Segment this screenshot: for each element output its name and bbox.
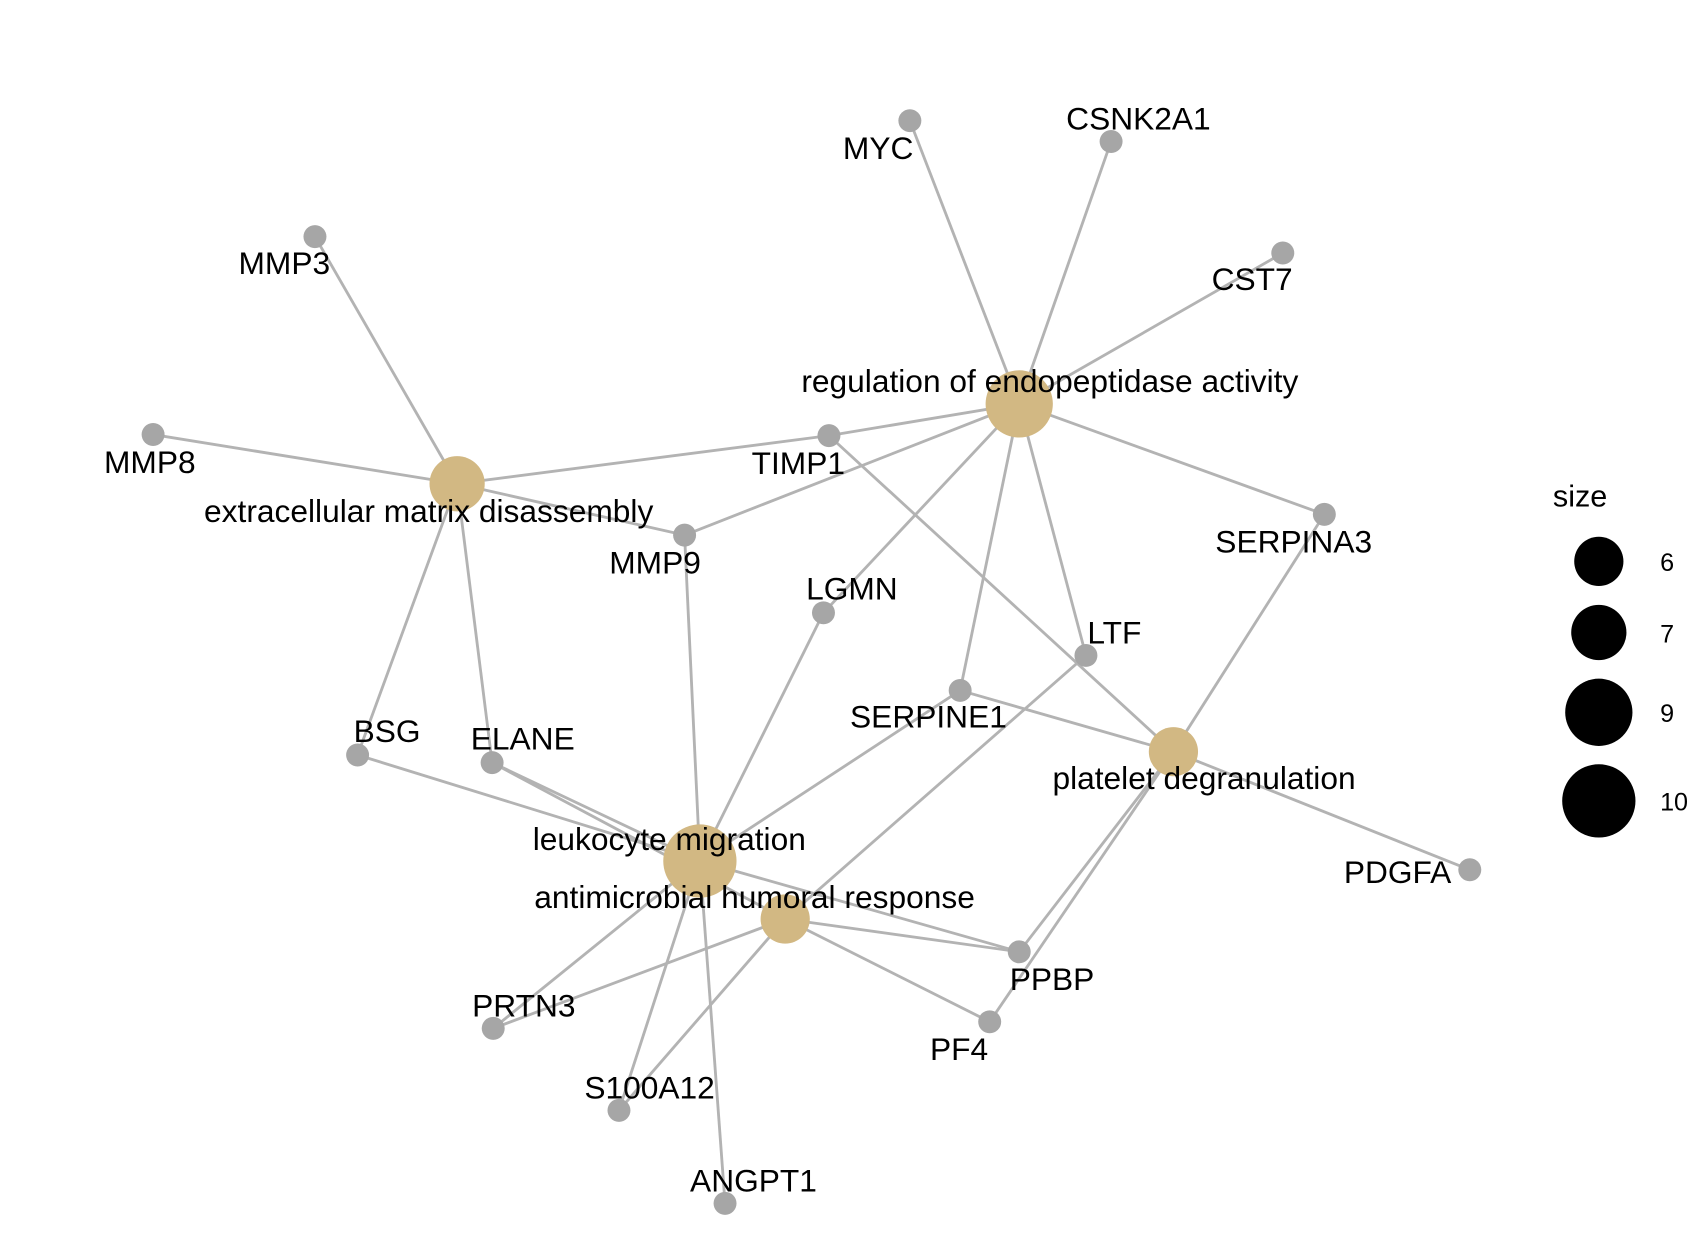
category-label: extracellular matrix disassembly	[204, 493, 653, 529]
gene-node[interactable]	[1074, 643, 1098, 667]
legend-size-circle	[1565, 678, 1633, 746]
gene-node[interactable]	[346, 743, 370, 767]
gene-node[interactable]	[811, 601, 835, 625]
category-node[interactable]	[1148, 727, 1199, 777]
gene-label: MMP8	[104, 444, 196, 480]
gene-node[interactable]	[303, 225, 327, 249]
legend-size-label: 10	[1660, 789, 1688, 817]
edge-pd-serpina3	[1172, 513, 1326, 753]
edge-ahr-elane	[491, 761, 786, 921]
gene-node[interactable]	[673, 523, 697, 547]
gene-node[interactable]	[141, 423, 165, 447]
edge-lm-angpt1	[698, 860, 727, 1204]
gene-label: LGMN	[806, 571, 898, 607]
gene-label: CST7	[1212, 261, 1293, 297]
category-label: regulation of endopeptidase activity	[801, 363, 1298, 399]
gene-label: CSNK2A1	[1066, 100, 1211, 136]
edge-pd-timp1	[827, 434, 1175, 753]
edge-pd-pf4	[988, 750, 1175, 1023]
size-legend: size 6 7 9 10	[1553, 480, 1688, 838]
edge-ecm-mmp9	[456, 482, 685, 537]
gene-label: SERPINE1	[850, 699, 1007, 735]
gene-label: S100A12	[584, 1069, 714, 1105]
labels-layer: regulation of endopeptidase activity extr…	[104, 100, 1452, 1198]
gene-label: MMP3	[239, 245, 331, 281]
edge-rea-mmp9	[684, 402, 1020, 537]
edges-layer	[152, 120, 1471, 1204]
edge-rea-lgmn	[822, 402, 1021, 614]
edge-lm-prtn3	[492, 859, 701, 1030]
edge-ahr-pf4	[784, 917, 991, 1024]
gene-node[interactable]	[1312, 502, 1336, 526]
edge-ahr-prtn3	[492, 917, 786, 1030]
edge-ahr-ltf	[784, 654, 1087, 921]
gene-node[interactable]	[480, 751, 504, 775]
gene-label: PPBP	[1010, 961, 1095, 997]
edge-rea-serpina3	[1018, 402, 1325, 516]
gene-node[interactable]	[481, 1016, 505, 1040]
gene-label: TIMP1	[752, 445, 845, 481]
gene-label: ANGPT1	[690, 1162, 817, 1198]
gene-label: BSG	[354, 713, 421, 749]
gene-label: PDGFA	[1344, 854, 1452, 890]
legend-title: size	[1553, 480, 1607, 514]
edge-rea-ltf	[1017, 403, 1088, 656]
legend-size-circle	[1574, 536, 1624, 587]
gene-label: SERPINA3	[1215, 524, 1372, 560]
edge-ahr-s100a12	[617, 918, 787, 1112]
gene-label: MYC	[843, 130, 913, 166]
category-label: platelet degranulation	[1052, 760, 1355, 796]
edge-rea-cst7	[1018, 251, 1284, 406]
category-node[interactable]	[760, 894, 810, 944]
gene-node[interactable]	[607, 1098, 631, 1122]
edge-lm-mmp9	[683, 535, 702, 862]
legend-size-circle	[1571, 604, 1627, 661]
gene-node[interactable]	[1099, 129, 1123, 153]
gene-label: LTF	[1087, 614, 1141, 650]
gene-label: PF4	[930, 1031, 988, 1067]
gene-node[interactable]	[817, 424, 841, 448]
edge-rea-serpine1	[958, 403, 1021, 691]
edge-ecm-elane	[455, 483, 494, 763]
category-node[interactable]	[663, 824, 737, 898]
category-label: leukocyte migration	[533, 821, 806, 857]
edge-ecm-mmp8	[152, 433, 458, 486]
legend-size-label: 6	[1660, 549, 1674, 577]
edge-lm-elane	[491, 761, 701, 863]
nodes-layer	[141, 109, 1482, 1215]
gene-node[interactable]	[1271, 241, 1295, 265]
gene-node[interactable]	[898, 109, 922, 133]
edge-ecm-bsg	[356, 483, 459, 756]
edge-lm-s100a12	[617, 860, 702, 1111]
category-node[interactable]	[429, 456, 485, 512]
edge-rea-csnk2a1	[1017, 140, 1113, 405]
edge-rea-myc	[908, 120, 1021, 405]
edge-pd-pdgfa	[1172, 750, 1471, 872]
legend-size-label: 7	[1660, 620, 1674, 648]
gene-node[interactable]	[713, 1191, 737, 1215]
category-label: antimicrobial humoral response	[534, 879, 975, 915]
edge-ecm-timp1	[456, 434, 830, 486]
legend-size-label: 9	[1660, 700, 1674, 728]
edge-ahr-ppbp	[785, 917, 1020, 954]
gene-label: MMP9	[609, 544, 701, 580]
edge-pd-serpine1	[959, 689, 1174, 754]
edge-pd-ppbp	[1018, 750, 1175, 953]
edge-ecm-mmp3	[313, 235, 459, 485]
gene-node[interactable]	[1007, 940, 1031, 964]
category-node[interactable]	[985, 370, 1053, 438]
gene-node[interactable]	[948, 678, 972, 702]
edge-lm-lgmn	[698, 612, 825, 862]
gene-label: ELANE	[471, 720, 575, 756]
gene-node[interactable]	[978, 1010, 1002, 1034]
gene-node[interactable]	[1458, 858, 1482, 882]
edge-lm-serpine1	[699, 689, 961, 863]
gene-label: PRTN3	[472, 987, 575, 1023]
legend-size-circle	[1562, 764, 1636, 838]
edge-lm-ppbp	[699, 859, 1020, 954]
